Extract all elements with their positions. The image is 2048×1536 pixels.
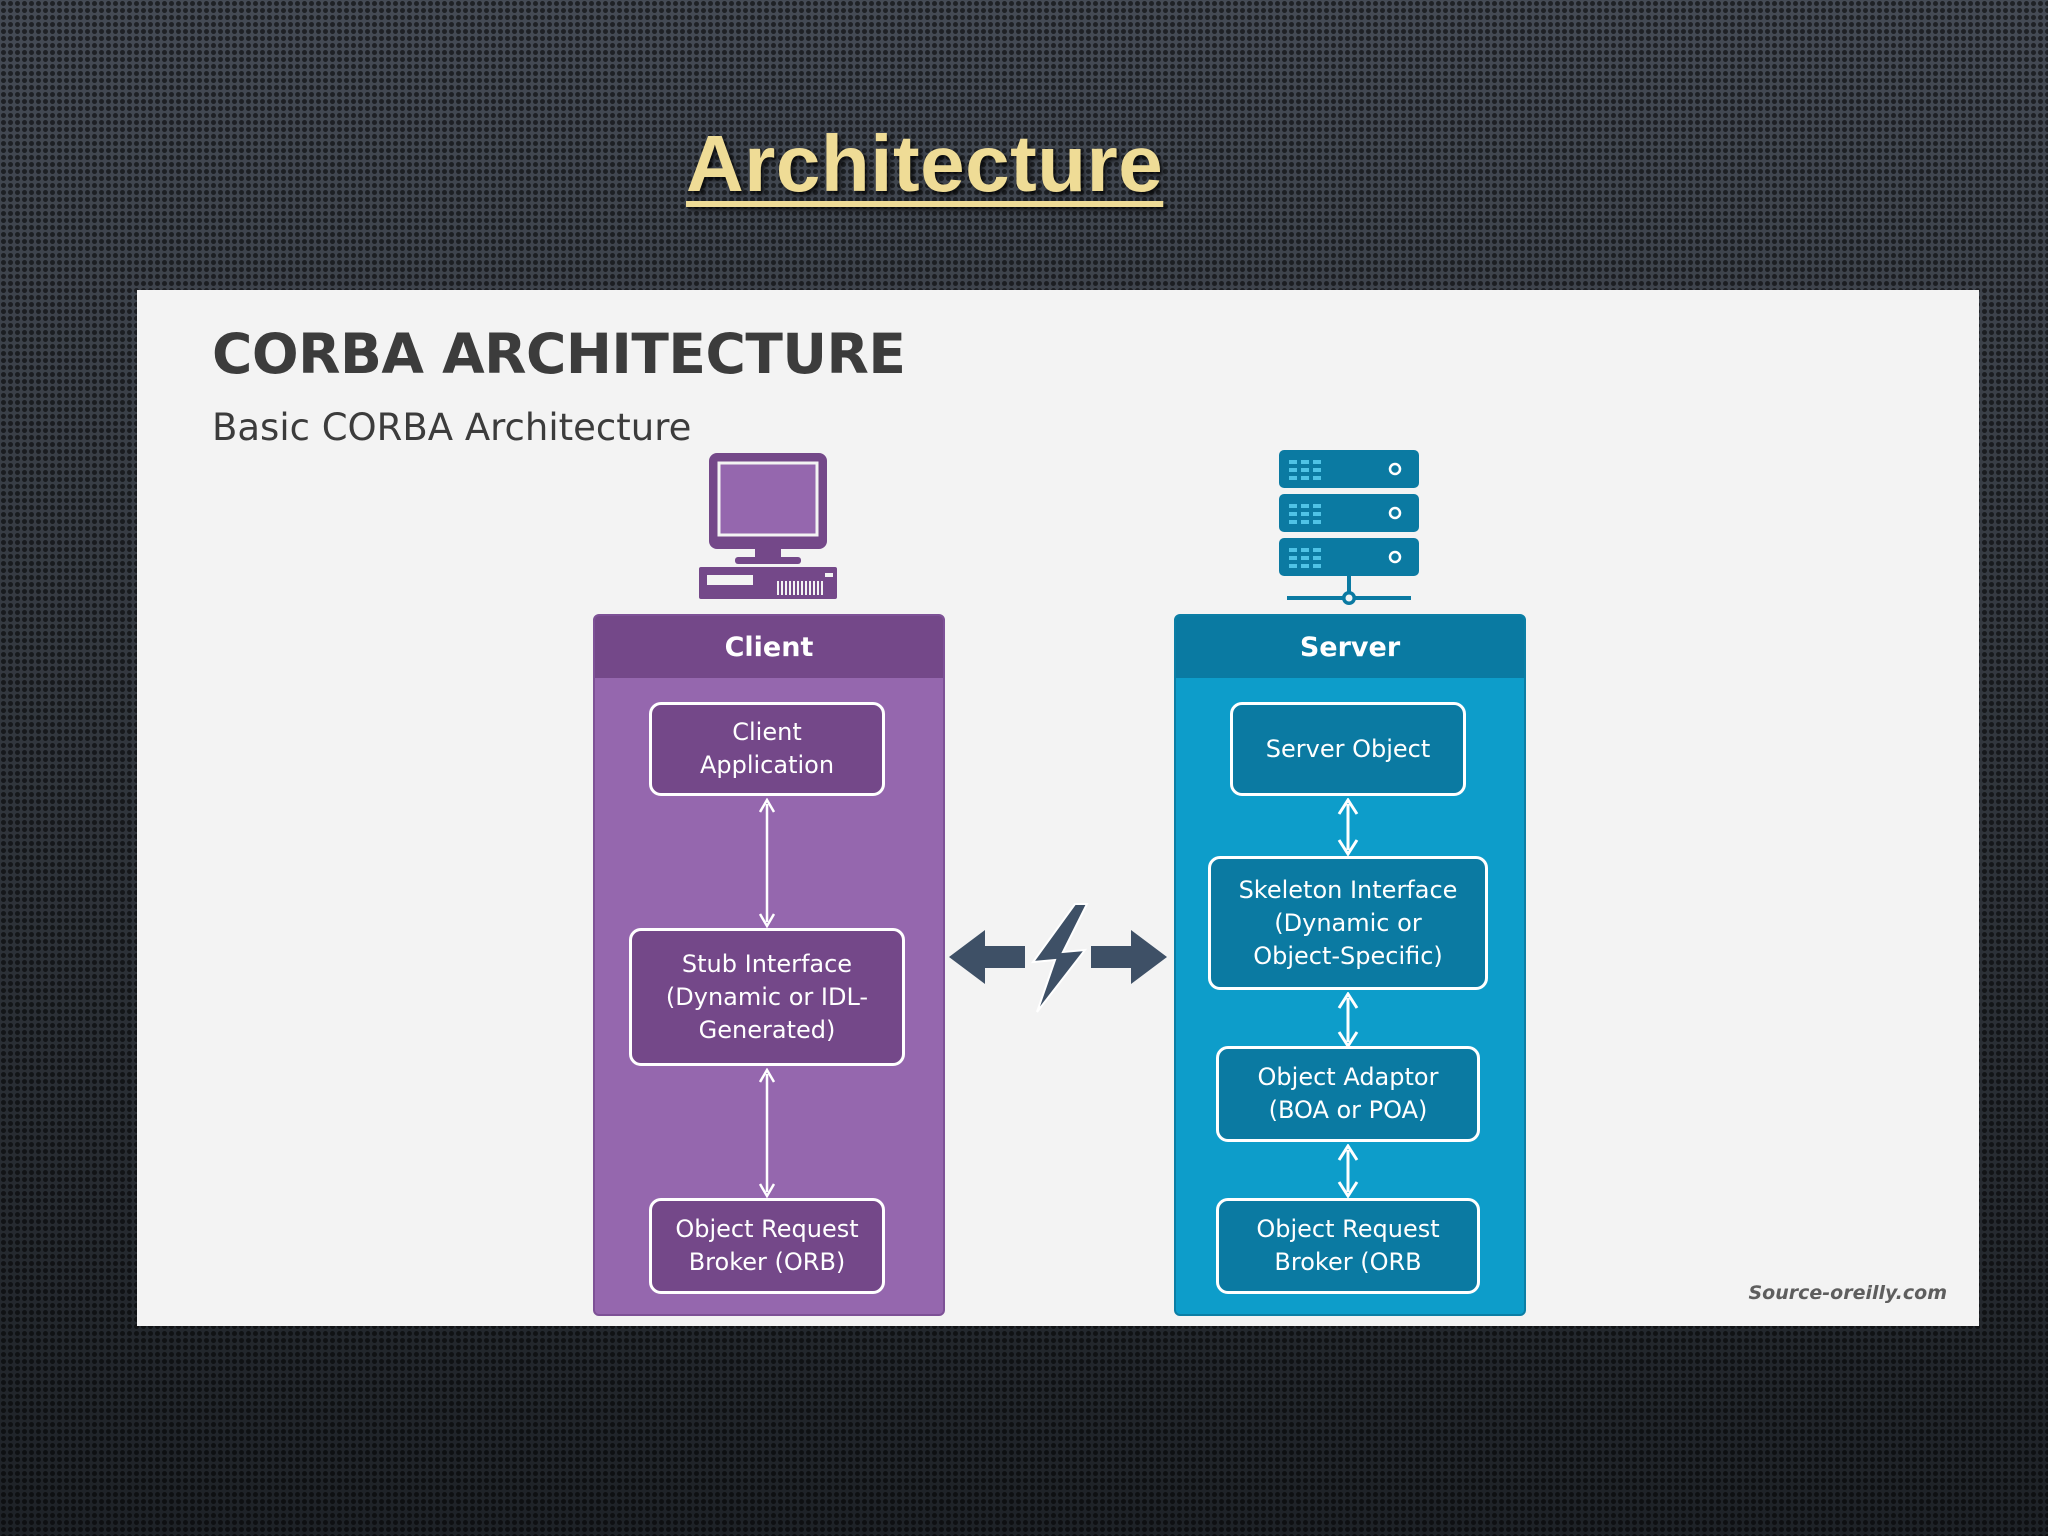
diagram-title: CORBA ARCHITECTURE (212, 322, 906, 386)
server-object-box: Server Object (1230, 702, 1466, 796)
server-object-label: Server Object (1265, 734, 1431, 763)
bidirectional-arrow-icon (758, 1068, 776, 1198)
client-orb-box: Object Request Broker (ORB) (649, 1198, 885, 1294)
skeleton-interface-label: Skeleton Interface (Dynamic or Object-Sp… (1238, 875, 1458, 970)
desktop-computer-icon (695, 449, 841, 605)
bidirectional-lightning-arrow-icon (945, 900, 1171, 1016)
source-credit: Source-oreilly.com (1748, 1282, 1948, 1304)
client-orb-label: Object Request Broker (ORB) (675, 1215, 859, 1276)
slide-title: Architecture (686, 119, 1164, 208)
server-panel: Server Server Object Skeleton Interface … (1174, 614, 1526, 1316)
server-panel-header: Server (1176, 616, 1524, 678)
client-panel-header: Client (595, 616, 943, 678)
client-panel: Client Client Application Stub Interface… (593, 614, 945, 1316)
bidirectional-arrow-icon (1336, 992, 1360, 1048)
stub-interface-label: Stub Interface (Dynamic or IDL- Generate… (665, 949, 869, 1044)
server-rack-icon (1275, 448, 1423, 608)
client-application-label: Client Application (699, 718, 835, 779)
object-adaptor-label: Object Adaptor (BOA or POA) (1257, 1063, 1439, 1124)
diagram-subtitle: Basic CORBA Architecture (212, 406, 692, 449)
object-adaptor-box: Object Adaptor (BOA or POA) (1216, 1046, 1480, 1142)
skeleton-interface-box: Skeleton Interface (Dynamic or Object-Sp… (1208, 856, 1488, 990)
server-orb-label: Object Request Broker (ORB (1256, 1215, 1440, 1276)
server-orb-box: Object Request Broker (ORB (1216, 1198, 1480, 1294)
stub-interface-box: Stub Interface (Dynamic or IDL- Generate… (629, 928, 905, 1066)
bidirectional-arrow-icon (1336, 1144, 1360, 1198)
client-application-box: Client Application (649, 702, 885, 796)
corba-diagram-figure: CORBA ARCHITECTURE Basic CORBA Architect… (137, 290, 1979, 1326)
bidirectional-arrow-icon (1336, 798, 1360, 856)
bidirectional-arrow-icon (758, 798, 776, 928)
